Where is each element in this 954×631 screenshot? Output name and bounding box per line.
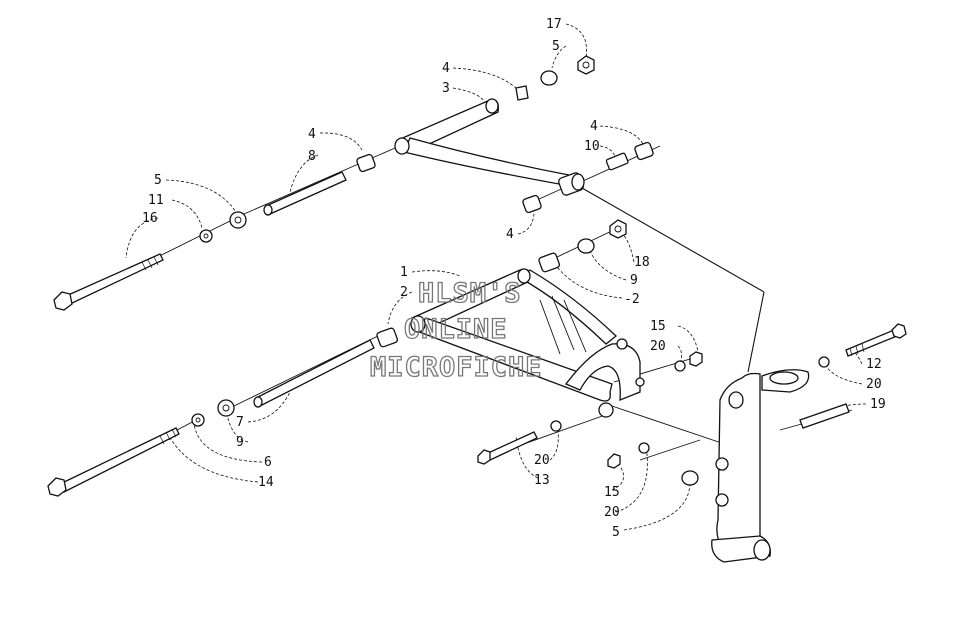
callout-15: 15	[650, 319, 666, 334]
upper-a-arm	[356, 55, 654, 214]
callout-9: 9	[236, 435, 244, 450]
watermark-line-2: ONLINE	[404, 314, 508, 345]
callout-15: 15	[604, 485, 620, 500]
callout-5: 5	[612, 525, 620, 540]
callout-20: 20	[534, 453, 550, 468]
callout-4: 4	[442, 61, 450, 76]
callout-6: 6	[264, 455, 272, 470]
front-bolt	[477, 351, 703, 465]
spindle	[607, 323, 907, 563]
callout-13: 13	[534, 473, 550, 488]
callout-4: 4	[590, 119, 598, 134]
callout-7: 7	[236, 415, 244, 430]
callout-2: -2	[624, 292, 640, 307]
watermark: HLSM'S ONLINE MICROFICHE	[369, 277, 543, 383]
lower-a-arm	[376, 219, 645, 418]
callout-labels: 17 5 4 3 4 8 4 10 5 11 16 4 18 9 1 2 -2 …	[142, 17, 886, 540]
callout-20: 20	[650, 339, 666, 354]
callout-5: 5	[552, 39, 560, 54]
callout-18: 18	[634, 255, 650, 270]
callout-4: 4	[308, 127, 316, 142]
callout-20: 20	[604, 505, 620, 520]
callout-9: 9	[630, 273, 638, 288]
callout-19: 19	[870, 397, 886, 412]
callout-8: 8	[308, 149, 316, 164]
callout-3: 3	[442, 81, 450, 96]
callout-5: 5	[154, 173, 162, 188]
callout-20: 20	[866, 377, 882, 392]
lower-hardware	[47, 339, 375, 497]
watermark-line-3: MICROFICHE	[370, 352, 543, 383]
callout-11: 11	[148, 193, 164, 208]
callout-10: 10	[584, 139, 600, 154]
callout-1: 1	[400, 265, 408, 280]
callout-14: 14	[258, 475, 274, 490]
callout-16: 16	[142, 211, 158, 226]
callout-4: 4	[506, 227, 514, 242]
callout-17: 17	[546, 17, 562, 32]
callout-12: 12	[866, 357, 882, 372]
watermark-line-1: HLSM'S	[418, 278, 522, 309]
callout-2: 2	[400, 285, 408, 300]
upper-hardware	[53, 171, 347, 311]
